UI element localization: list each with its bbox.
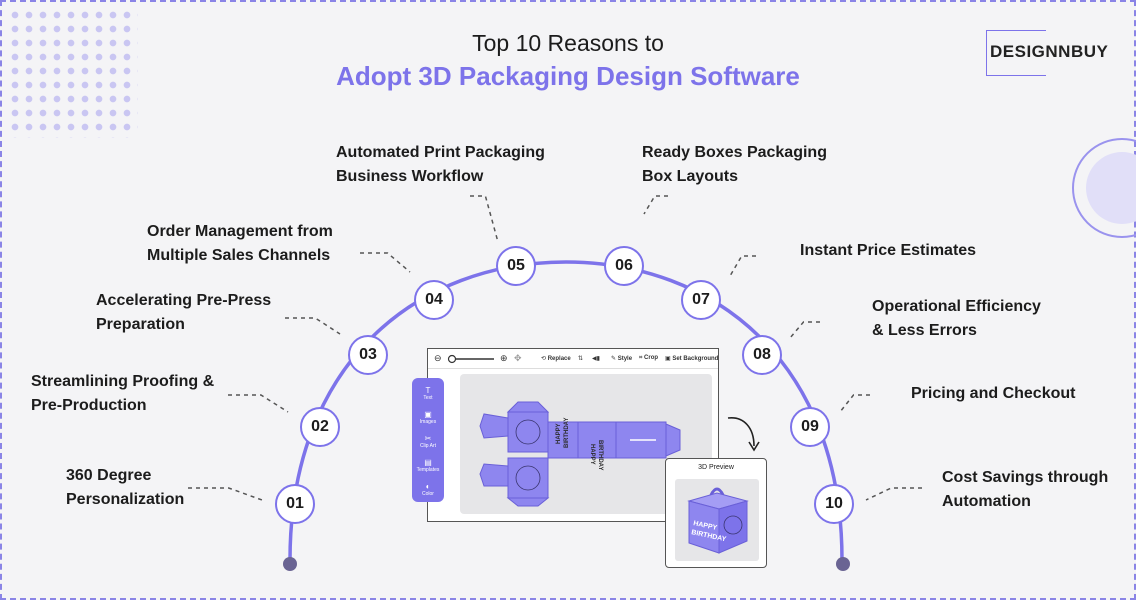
sidebar-item-templates[interactable]: ▤Templates: [416, 458, 440, 473]
reason-label-line: Accelerating Pre-Press: [96, 292, 272, 309]
reason-label-line: Box Layouts: [642, 168, 739, 185]
reason-number-badge: 07: [681, 280, 721, 320]
dashed-connector: [285, 317, 341, 335]
reason-label-line: Multiple Sales Channels: [147, 247, 331, 264]
reason-number-badge: 08: [742, 335, 782, 375]
reason-number-badge: 04: [414, 280, 454, 320]
reason-label-line: Ready Boxes Packaging: [642, 144, 827, 161]
reason-label-line: Order Management from: [147, 223, 333, 240]
arc-start-dot: [283, 557, 297, 571]
reason-label-line: Instant Price Estimates: [800, 242, 977, 259]
set-background-button[interactable]: ▣ Set Background: [665, 356, 719, 362]
dashed-connector: [470, 195, 499, 243]
dashed-connector: [789, 321, 820, 339]
dashed-connector: [188, 487, 263, 501]
flip-icon[interactable]: ⇅: [578, 356, 584, 362]
reason-number-badge: 03: [348, 335, 388, 375]
reason-number-badge: 06: [604, 246, 644, 286]
3d-preview-canvas[interactable]: HAPPY BIRTHDAY: [675, 479, 759, 561]
reason-label-line: Business Workflow: [336, 168, 484, 185]
reason-label: Pricing and Checkout: [911, 382, 1075, 406]
dashed-connector: [865, 487, 922, 501]
reason-label-line: 360 Degree: [66, 467, 152, 484]
reason-number-badge: 10: [814, 484, 854, 524]
reason-label: Instant Price Estimates: [800, 239, 976, 263]
reason-label-line: Preparation: [96, 316, 185, 333]
reason-label-line: Streamlining Proofing &: [31, 373, 215, 390]
editor-toolbar: ⊖ ⊕ ✥ ⟲ Replace ⇅ ◀▮ ✎ Style ⌗ Crop ▣ Se…: [428, 349, 718, 369]
title-line-1: Top 10 Reasons to: [472, 30, 664, 56]
svg-text:HAPPY: HAPPY: [693, 520, 718, 532]
3d-box-render: HAPPY BIRTHDAY: [687, 487, 749, 554]
replace-button[interactable]: ⟲ Replace: [541, 356, 571, 362]
dashed-connector: [839, 394, 870, 413]
dashed-connector: [643, 195, 668, 215]
svg-text:HAPPY: HAPPY: [589, 444, 595, 465]
decorative-dot-grid: [8, 8, 138, 138]
dashed-connector: [228, 394, 289, 413]
reason-number-badge: 05: [496, 246, 536, 286]
dashed-connector: [360, 252, 411, 273]
svg-text:BIRTHDAY: BIRTHDAY: [597, 440, 603, 470]
sidebar-item-images[interactable]: ▣Images: [419, 410, 437, 425]
reason-label-line: Pre-Production: [31, 397, 147, 414]
move-icon[interactable]: ✥: [514, 353, 522, 363]
sidebar-item-color[interactable]: ◐Color: [422, 482, 434, 497]
reason-label: Operational Efficiency & Less Errors: [872, 295, 1041, 343]
reason-label-line: Pricing and Checkout: [911, 385, 1076, 402]
reason-number-badge: 02: [300, 407, 340, 447]
decorative-circle: [1086, 152, 1136, 224]
dashed-connector: [729, 255, 756, 277]
reason-label: Streamlining Proofing & Pre-Production: [31, 370, 214, 418]
title-line-2: Adopt 3D Packaging Design Software: [336, 61, 800, 91]
design-canvas[interactable]: HAPPY BIRTHDAY HAPPY BIRTHDAY: [460, 374, 712, 514]
reason-label-line: Automation: [942, 493, 1031, 510]
box-dieline: HAPPY BIRTHDAY HAPPY BIRTHDAY: [479, 401, 681, 507]
svg-text:BIRTHDAY: BIRTHDAY: [564, 418, 570, 448]
3d-preview-panel: 3D Preview HAPPY BIRTHDAY: [665, 458, 767, 568]
style-button[interactable]: ✎ Style: [611, 356, 633, 362]
reason-label-line: Automated Print Packaging: [336, 144, 545, 161]
curved-arrow-icon: [727, 417, 760, 452]
editor-mockup: ⊖ ⊕ ✥ ⟲ Replace ⇅ ◀▮ ✎ Style ⌗ Crop ▣ Se…: [427, 348, 719, 522]
sidebar-item-clip-art[interactable]: ✂Clip Art: [419, 434, 437, 449]
reason-number-badge: 01: [275, 484, 315, 524]
arc-end-dot: [836, 557, 850, 571]
reason-label-line: Cost Savings through: [942, 469, 1109, 486]
reason-label-line: & Less Errors: [872, 322, 977, 339]
3d-preview-title: 3D Preview: [698, 464, 734, 471]
svg-text:HAPPY: HAPPY: [556, 423, 562, 444]
reason-label-line: Operational Efficiency: [872, 298, 1041, 315]
logo-frame: [986, 30, 1046, 76]
zoom-in-icon[interactable]: ⊕: [500, 353, 508, 363]
align-icon[interactable]: ◀▮: [592, 356, 600, 362]
reason-label-line: Personalization: [66, 491, 185, 508]
logo-text: DESIGNNBUY: [990, 42, 1109, 61]
zoom-slider[interactable]: [446, 354, 496, 364]
zoom-out-icon[interactable]: ⊖: [434, 353, 442, 363]
reason-number-badge: 09: [790, 407, 830, 447]
crop-button[interactable]: ⌗ Crop: [639, 355, 659, 361]
